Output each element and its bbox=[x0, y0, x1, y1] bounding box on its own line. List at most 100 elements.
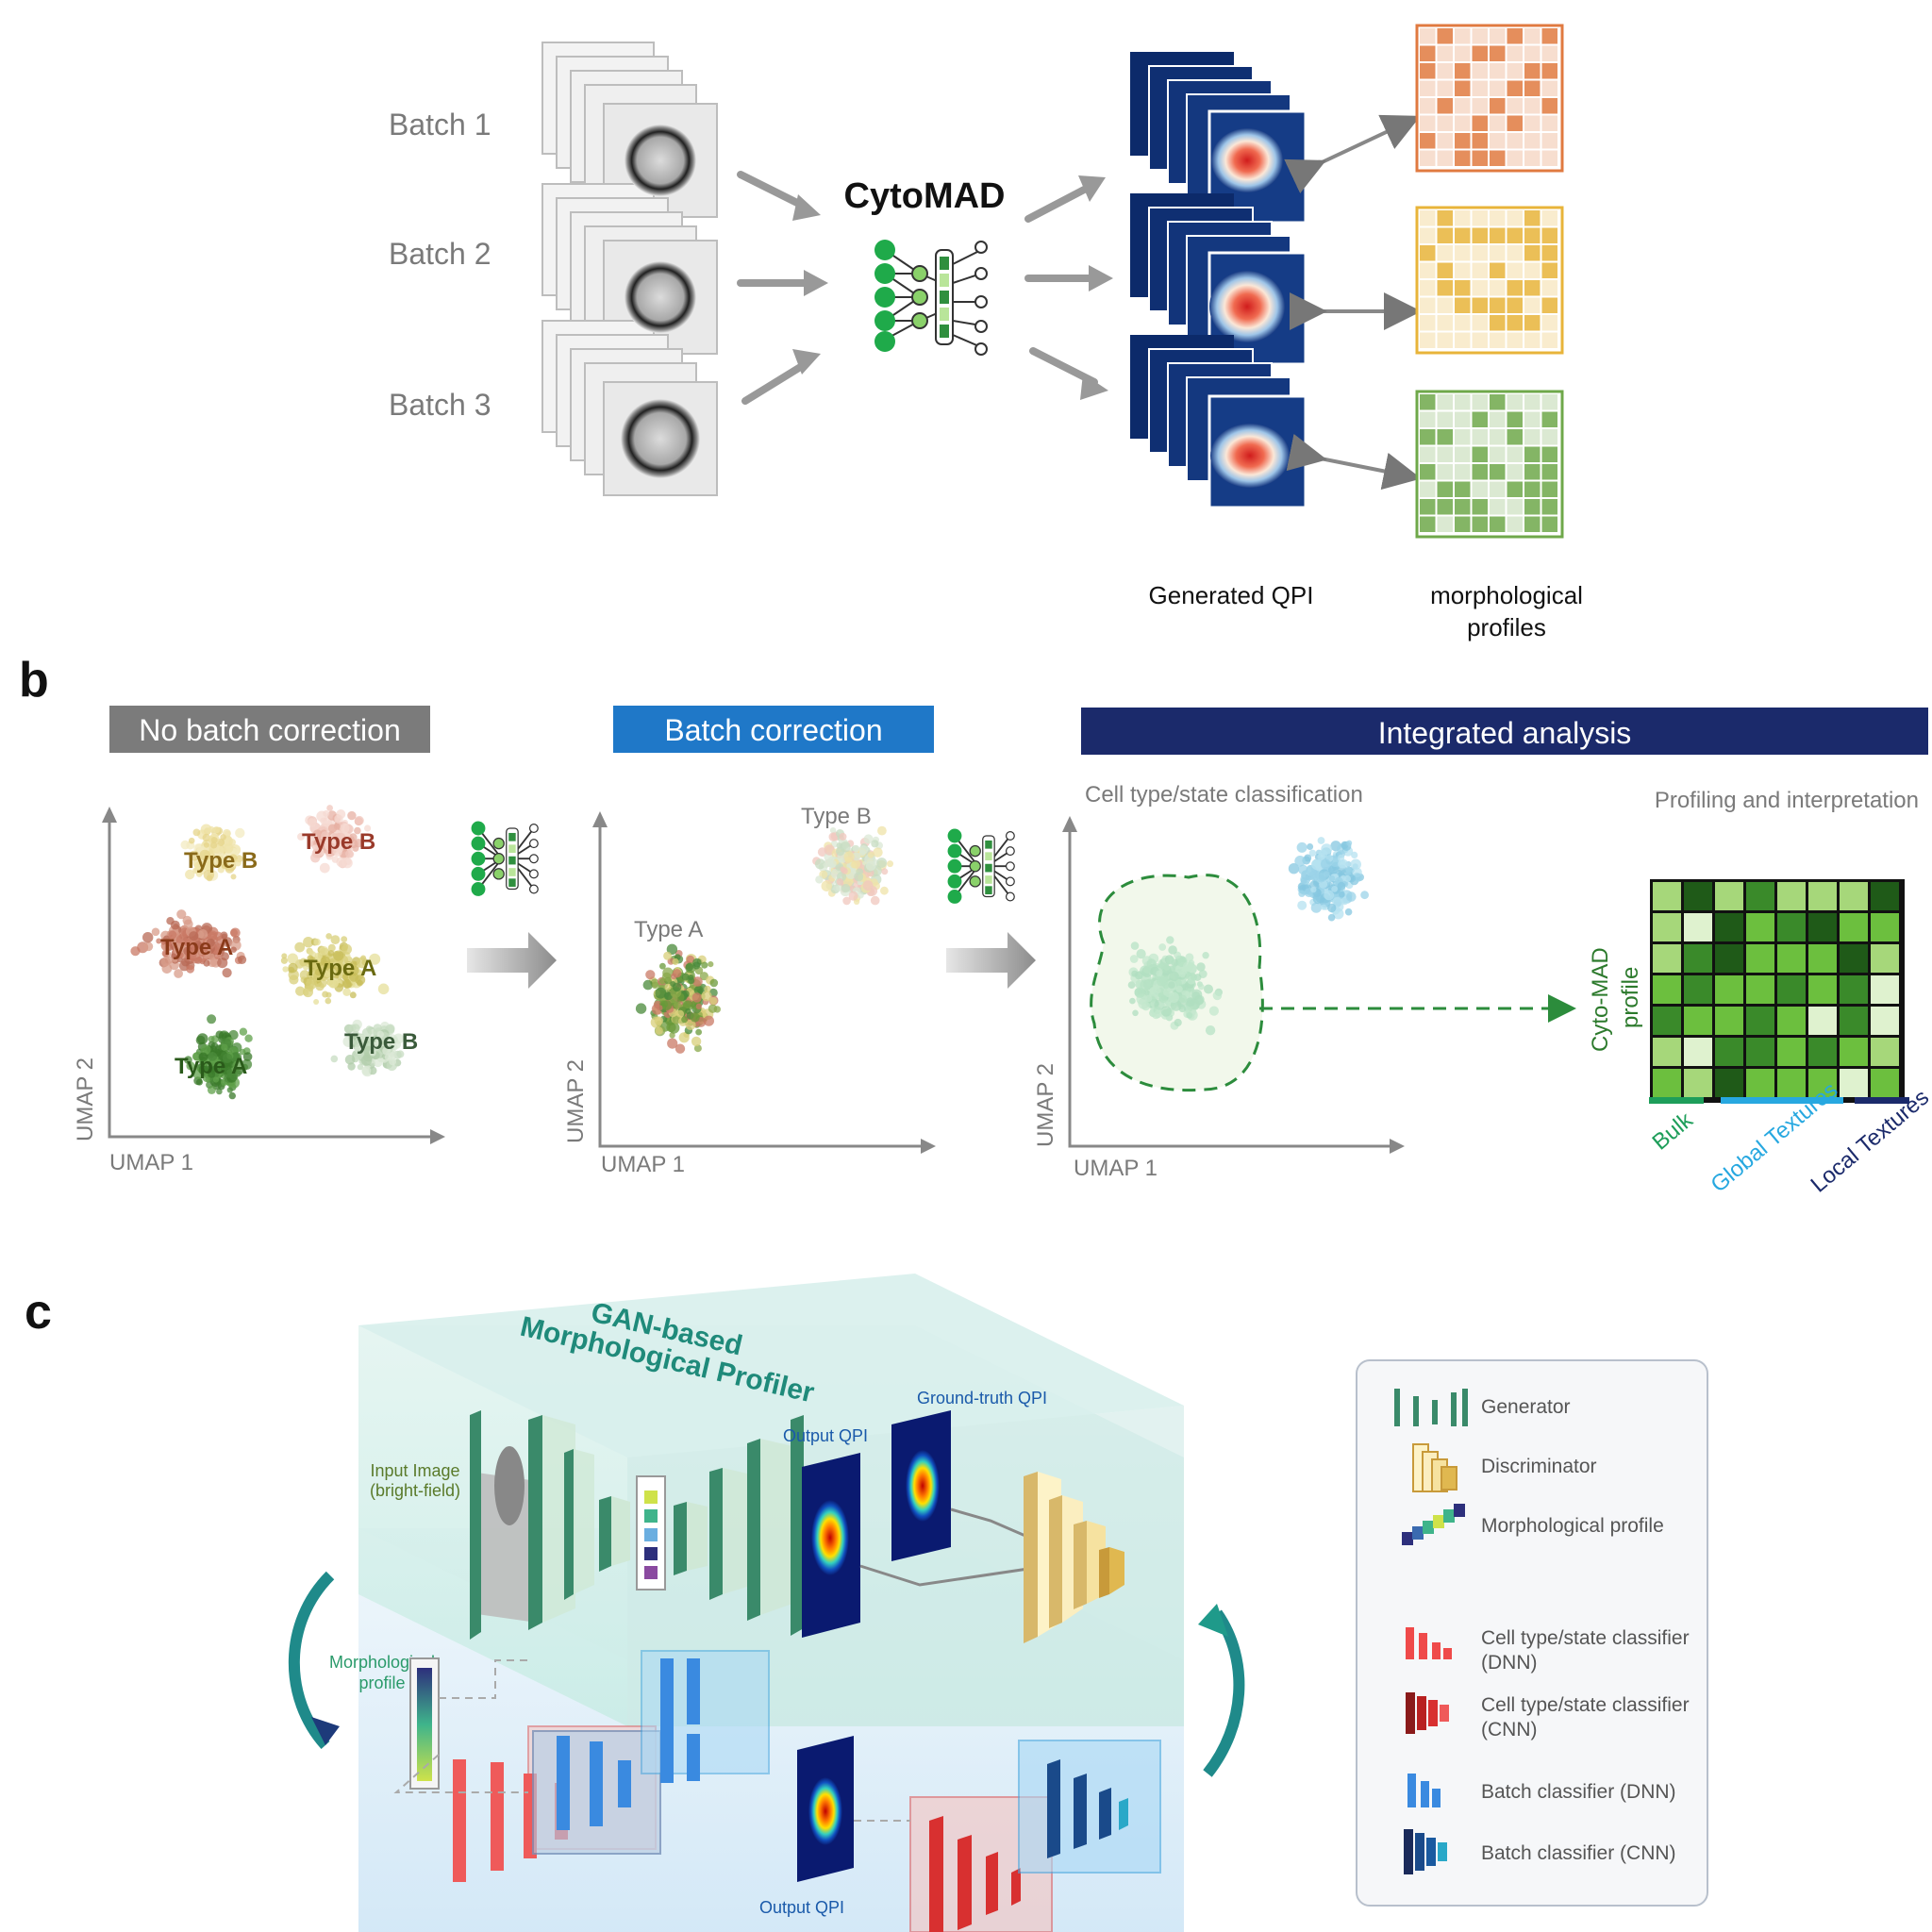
scatter-point bbox=[663, 951, 673, 960]
legend-label: Discriminator bbox=[1481, 1456, 1597, 1477]
heatmap-cell bbox=[1746, 882, 1774, 910]
legend-item: Generator bbox=[1394, 1389, 1571, 1426]
scatter-point bbox=[661, 972, 672, 982]
profile-cell bbox=[1472, 63, 1488, 79]
scatter-point bbox=[173, 942, 183, 952]
scatter-point bbox=[341, 974, 349, 981]
scatter-point bbox=[244, 1034, 253, 1042]
scatter-point bbox=[836, 846, 845, 857]
profile-cell bbox=[1437, 150, 1453, 166]
profile-cell bbox=[1420, 332, 1436, 348]
profile-cell bbox=[1420, 499, 1436, 515]
profile-grid-1 bbox=[1415, 24, 1564, 173]
scatter-point bbox=[161, 963, 173, 974]
scatter-point bbox=[287, 953, 298, 964]
scatter-point bbox=[180, 840, 191, 850]
model-title: CytoMAD bbox=[844, 176, 1006, 216]
heatmap-cell bbox=[1808, 882, 1837, 910]
heatmap-cell bbox=[1871, 882, 1899, 910]
profile-cell bbox=[1541, 63, 1557, 79]
heatmap-cell bbox=[1777, 1007, 1806, 1035]
scatter-point bbox=[186, 949, 197, 960]
heatmap-cell bbox=[1715, 1038, 1743, 1066]
scatter-point bbox=[313, 938, 321, 946]
profile-cell bbox=[1524, 446, 1541, 462]
heatmap-cell bbox=[1684, 882, 1712, 910]
scatter-point bbox=[314, 952, 323, 960]
heatmap-cell bbox=[1840, 975, 1868, 1004]
scatter-point bbox=[396, 1050, 405, 1058]
scatter-point bbox=[201, 859, 211, 871]
heatmap-cell bbox=[1653, 1007, 1681, 1035]
profile-cell bbox=[1472, 394, 1488, 410]
scatter-point bbox=[189, 850, 200, 861]
scatter-point bbox=[319, 946, 329, 956]
scatter-point bbox=[356, 1049, 364, 1058]
scatter-point bbox=[635, 1003, 647, 1014]
scatter-point bbox=[208, 953, 216, 961]
profile-cell bbox=[1524, 464, 1541, 480]
scatter-point bbox=[814, 858, 825, 870]
profile-cell bbox=[1420, 63, 1436, 79]
profile-cell bbox=[1437, 210, 1453, 226]
profile-cell bbox=[1507, 499, 1523, 515]
scatter-point bbox=[1296, 841, 1307, 853]
scatter-point bbox=[280, 957, 288, 964]
profile-cell bbox=[1507, 262, 1523, 278]
scatter-point bbox=[207, 1085, 216, 1094]
profile-cell bbox=[1437, 280, 1453, 296]
scatter-point bbox=[213, 826, 221, 834]
scatter-point bbox=[225, 864, 235, 874]
discriminator bbox=[1024, 1472, 1124, 1643]
profile-cell bbox=[1541, 210, 1557, 226]
scatter-point bbox=[701, 991, 712, 1002]
header-correction bbox=[613, 706, 934, 753]
profile-cell bbox=[1420, 80, 1436, 96]
input-image-label-2: (bright-field) bbox=[370, 1481, 460, 1500]
umap-axes bbox=[108, 811, 1398, 1148]
heatmap-cell bbox=[1653, 975, 1681, 1004]
cluster-merged-b bbox=[812, 825, 893, 906]
scatter-point bbox=[315, 982, 325, 991]
heatmap-cell bbox=[1871, 1038, 1899, 1066]
scatter-point bbox=[183, 919, 193, 929]
scatter-point bbox=[663, 991, 673, 1001]
scatter-point bbox=[226, 1069, 233, 1075]
scatter-point bbox=[1351, 851, 1358, 859]
scatter-point bbox=[708, 961, 714, 968]
umap-clusters bbox=[130, 805, 1369, 1100]
scatter-point bbox=[642, 979, 654, 991]
heatmap-cell bbox=[1746, 944, 1774, 973]
heatmap-cell bbox=[1840, 1007, 1868, 1035]
cycle-arrow-left bbox=[288, 1571, 335, 1750]
profile-cell bbox=[1437, 115, 1453, 131]
scatter-point bbox=[218, 947, 225, 954]
profile-cell bbox=[1472, 227, 1488, 243]
heatmap-cell bbox=[1808, 913, 1837, 941]
scatter-point bbox=[823, 861, 829, 869]
scatter-point bbox=[186, 1061, 195, 1071]
heatmap-cell bbox=[1746, 1069, 1774, 1097]
heatmap-cell bbox=[1653, 913, 1681, 941]
profile-cell bbox=[1420, 481, 1436, 497]
heatmap-cell bbox=[1715, 975, 1743, 1004]
scatter-point bbox=[325, 991, 332, 998]
scatter-point bbox=[230, 927, 241, 939]
profile-cell bbox=[1490, 98, 1506, 114]
profile-cell bbox=[1437, 227, 1453, 243]
scatter-point bbox=[208, 1070, 216, 1078]
legend-label: Generator bbox=[1481, 1396, 1571, 1418]
brightfield-cell-1 bbox=[625, 125, 696, 196]
profile-cell bbox=[1437, 45, 1453, 61]
batch-classifier-dnn-icon bbox=[1407, 1774, 1441, 1807]
heatmap-cell bbox=[1871, 975, 1899, 1004]
profile-cell bbox=[1524, 150, 1541, 166]
scatter-point bbox=[382, 1046, 391, 1056]
profile-cell bbox=[1524, 429, 1541, 445]
scatter-point bbox=[238, 955, 247, 965]
profile-cell bbox=[1507, 245, 1523, 261]
profile-grid-2 bbox=[1415, 206, 1564, 355]
cell-classifier-cnn-icon bbox=[1406, 1692, 1449, 1734]
scatter-point bbox=[230, 946, 237, 953]
